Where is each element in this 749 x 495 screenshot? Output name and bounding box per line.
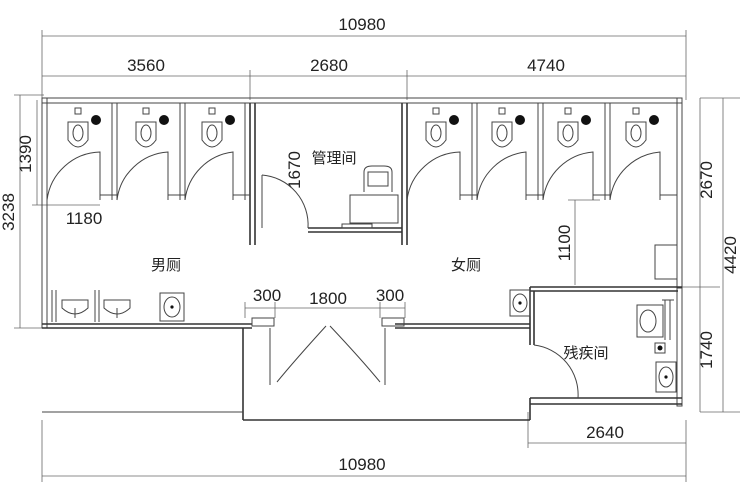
dim-wall-gap: 1100 [555,225,574,262]
dim-left-outer: 3238 [0,193,18,231]
women-sink [509,289,531,317]
dim-entry-left: 300 [253,286,281,305]
men-urinals [51,290,131,322]
room-label-accessible: 残疾间 [563,344,608,362]
room-label-office: 管理间 [311,149,356,167]
room-label-women: 女厕 [451,256,481,274]
accessible-door [533,344,579,399]
office-door [261,174,309,229]
men-stall-doors [46,151,234,201]
dim-entry-mid: 1800 [309,289,347,308]
dim-accessible-width: 2640 [586,423,624,442]
dimension-lines-top [41,30,687,100]
dim-right-outer: 4420 [721,236,740,274]
men-stall-partitions [100,103,250,200]
entrance-double-door [276,325,381,383]
accessible-sink [655,361,677,393]
room-label-men: 男厕 [151,256,181,274]
dim-office-height: 1670 [285,151,304,189]
men-squat-toilets [67,107,235,148]
dim-seg-left: 3560 [127,56,165,75]
building-walls [41,97,683,421]
women-squat-toilets [425,107,659,148]
office-desk-chair [349,165,399,224]
dimension-lines-bottom [41,302,687,482]
accessible-toilet [636,299,674,354]
dim-total-top: 10980 [338,15,385,34]
dim-seg-right: 4740 [527,56,565,75]
men-sink [159,292,185,322]
dim-entry-right: 300 [376,286,404,305]
dimension-lines-right [568,97,740,413]
dim-stall-width: 1180 [66,209,103,228]
dimension-lines-left [14,94,100,329]
women-cabinet [654,244,678,280]
dim-right-lower: 1740 [697,331,716,369]
dim-right-upper: 2670 [697,161,716,199]
dim-seg-mid: 2680 [310,56,348,75]
dim-left-inner: 1390 [16,135,35,173]
dim-total-bottom: 10980 [338,455,385,474]
women-stall-doors [406,151,661,201]
women-stall-partitions [460,103,677,200]
